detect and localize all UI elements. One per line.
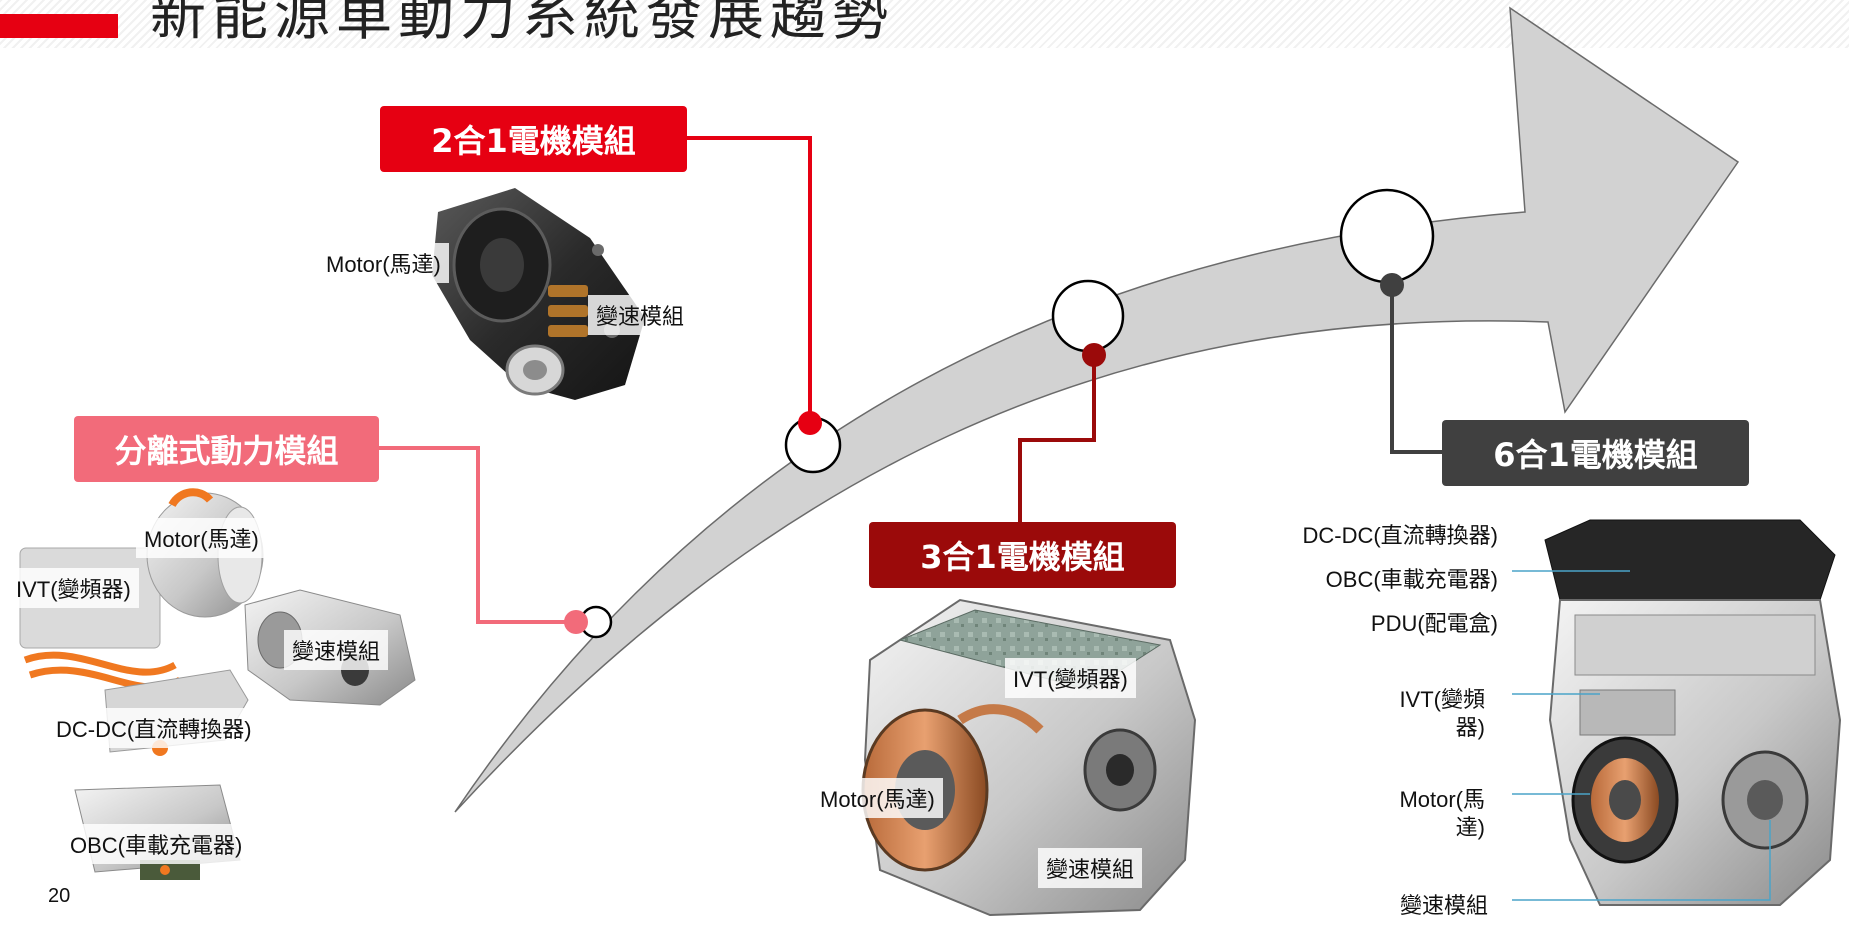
six-in-one-motor-label-line1: Motor(馬 bbox=[1399, 787, 1485, 812]
connector-dot-separate bbox=[564, 610, 588, 634]
stage-label-six-in-one: 6合1電機模組 bbox=[1442, 420, 1749, 486]
title-accent-bar bbox=[0, 14, 118, 38]
connector-dot-six-in-one bbox=[1380, 273, 1404, 297]
connector-dot-three-in-one bbox=[1082, 343, 1106, 367]
arrow-node-3 bbox=[1051, 279, 1125, 353]
page-number: 20 bbox=[48, 885, 71, 907]
connector-two-in-one bbox=[686, 136, 812, 423]
six-in-one-obc-label: OBC(車載充電器) bbox=[1325, 567, 1498, 592]
connector-separate bbox=[378, 446, 576, 624]
separate-gearbox-label: 變速模組 bbox=[284, 630, 389, 670]
six-in-one-gearbox-label: 變速模組 bbox=[1399, 893, 1488, 918]
six-in-one-module-image bbox=[1544, 519, 1842, 906]
stage-label-two-in-one: 2合1電機模組 bbox=[380, 106, 687, 172]
separate-motor-label: Motor(馬達) bbox=[136, 518, 267, 558]
two-in-one-module-image bbox=[432, 188, 645, 400]
stage-label-three-in-one: 3合1電機模組 bbox=[869, 522, 1176, 588]
two-in-one-gearbox-label: 變速模組 bbox=[588, 295, 693, 335]
three-in-one-gearbox-label: 變速模組 bbox=[1038, 848, 1143, 888]
arrow-node-4 bbox=[1339, 188, 1435, 284]
separate-ivt-label: IVT(變頻器) bbox=[8, 568, 139, 608]
separate-obc-label: OBC(車載充電器) bbox=[62, 824, 251, 864]
six-in-one-dcdc-label: DC-DC(直流轉換器) bbox=[1302, 523, 1498, 548]
six-in-one-pdu-label: PDU(配電盒) bbox=[1370, 611, 1498, 636]
separate-dcdc-label: DC-DC(直流轉換器) bbox=[48, 708, 260, 748]
three-in-one-module-image bbox=[861, 598, 1197, 917]
three-in-one-ivt-label: IVT(變頻器) bbox=[1005, 658, 1136, 698]
connector-six-in-one bbox=[1390, 285, 1442, 454]
six-in-one-ivt-label-line1: IVT(變頻 bbox=[1399, 687, 1485, 712]
connector-dot-two-in-one bbox=[798, 411, 822, 435]
slide-title: 新能源車動力系統發展趨勢 bbox=[150, 0, 894, 48]
stage-label-separate: 分離式動力模組 bbox=[74, 416, 379, 482]
six-in-one-motor-label-line2: 達) bbox=[1455, 815, 1485, 840]
two-in-one-motor-label: Motor(馬達) bbox=[318, 243, 449, 283]
three-in-one-motor-label: Motor(馬達) bbox=[812, 778, 943, 818]
six-in-one-ivt-label-line2: 器) bbox=[1455, 715, 1485, 740]
progression-arrow bbox=[454, 6, 1740, 813]
connector-three-in-one bbox=[1018, 355, 1096, 522]
callout-line-gearbox bbox=[1512, 820, 1771, 901]
